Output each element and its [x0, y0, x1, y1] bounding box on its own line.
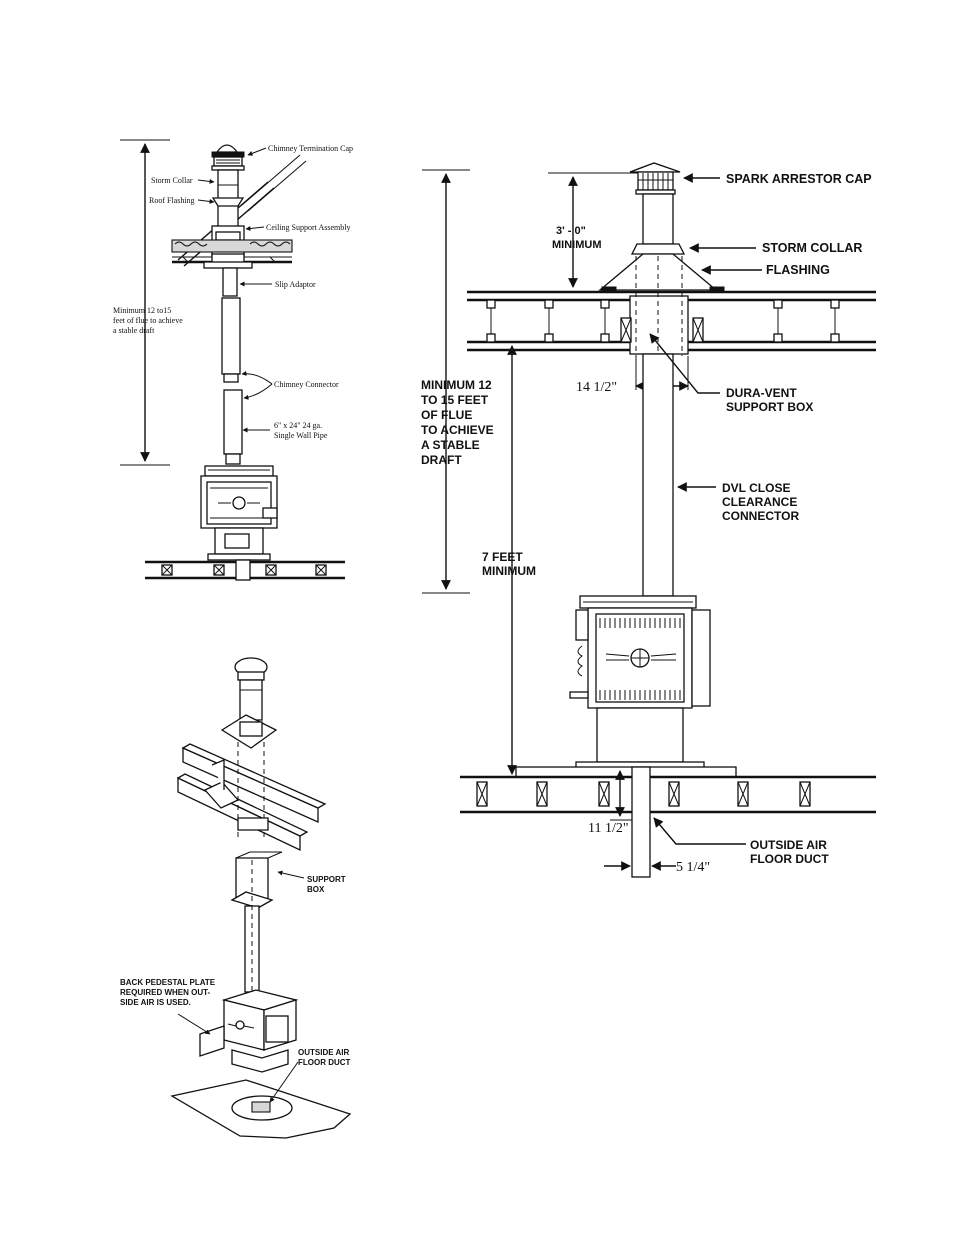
label-support-box-line2: BOX — [307, 885, 325, 894]
label-ceiling-support-assembly: Ceiling Support Assembly — [266, 223, 350, 232]
bottom-left-exploded-diagram: SUPPORT BOX BACK PEDESTAL PLATE REQUIRED… — [120, 657, 352, 1139]
label-spark-arrestor-cap: SPARK ARRESTOR CAP — [726, 172, 872, 186]
ceiling-support-assembly-shape — [171, 225, 293, 269]
label-chimney-termination-cap: Chimney Termination Cap — [268, 144, 353, 153]
ceiling-joists — [467, 256, 876, 356]
top-left-install-diagram: Chimney Termination Cap Storm Collar Roo… — [113, 139, 353, 581]
label-dura-vent-line2: SUPPORT BOX — [726, 400, 813, 414]
label-draft-line6: DRAFT — [421, 453, 462, 467]
draft-dimension — [120, 139, 170, 466]
label-draft-line1: MINIMUM 12 — [421, 378, 492, 392]
label-support-box-line1: SUPPORT — [307, 875, 346, 884]
label-back-pedestal-line1: BACK PEDESTAL PLATE — [120, 978, 216, 987]
label-dvl-line1: DVL CLOSE — [722, 481, 790, 495]
label-dvl-line3: CONNECTOR — [722, 509, 799, 523]
exploded-stove — [199, 989, 299, 1073]
label-back-pedestal-line2: REQUIRED WHEN OUT- — [120, 988, 211, 997]
exploded-cap — [234, 657, 268, 721]
floor-joists — [145, 559, 345, 581]
label-flashing: FLASHING — [766, 263, 830, 277]
right-install-diagram: SPARK ARRESTOR CAP 3' - 0" MINIMUM STORM… — [421, 162, 876, 878]
label-draft-line5: A STABLE — [421, 438, 480, 452]
label-duct-offset: 11 1/2" — [588, 821, 629, 836]
label-draft-line2: TO 15 FEET — [421, 393, 489, 407]
floor-assembly — [460, 766, 876, 814]
outside-air-duct — [631, 766, 651, 878]
label-outside-air-line2: FLOOR DUCT — [298, 1058, 351, 1067]
label-dvl-line2: CLEARANCE — [722, 495, 797, 509]
storm-collar-shape — [630, 243, 686, 255]
label-single-wall-pipe: Single Wall Pipe — [274, 431, 328, 440]
label-draft-note-line3: a stable draft — [113, 326, 155, 335]
label-draft-line4: TO ACHIEVE — [421, 423, 494, 437]
label-outside-air-duct-line2: FLOOR DUCT — [750, 852, 829, 866]
small-stove — [200, 465, 278, 561]
label-draft-note-line1: Minimum 12 to15 — [113, 306, 171, 315]
label-duct-width: 5 1/4" — [676, 860, 710, 875]
label-clearance-line1: 3' - 0" — [556, 225, 586, 237]
chimney-termination-cap-shape — [211, 144, 245, 171]
label-width-dimension: 14 1/2" — [576, 380, 617, 395]
exploded-joists — [176, 742, 327, 852]
label-storm-collar: STORM COLLAR — [762, 241, 862, 255]
label-draft-note-line2: feet of flue to achieve — [113, 316, 183, 325]
label-outside-air-line1: OUTSIDE AIR — [298, 1048, 349, 1057]
label-outside-air-duct-line1: OUTSIDE AIR — [750, 838, 827, 852]
label-pipe-size: 6" x 24" 24 ga. — [274, 421, 322, 430]
right-draft-dimension — [422, 169, 470, 594]
label-seven-feet-line1: 7 FEET — [482, 550, 523, 564]
label-storm-collar-small: Storm Collar — [151, 176, 193, 185]
spark-arrestor-cap-shape — [629, 162, 681, 195]
label-seven-feet-line2: MINIMUM — [482, 564, 536, 578]
large-stove — [569, 595, 711, 769]
label-chimney-connector: Chimney Connector — [274, 380, 339, 389]
label-roof-flashing: Roof Flashing — [149, 196, 195, 205]
label-draft-line3: OF FLUE — [421, 408, 472, 422]
chimney-connector-pipes — [221, 267, 243, 465]
label-back-pedestal-line3: SIDE AIR IS USED. — [120, 998, 191, 1007]
upper-chimney — [211, 169, 245, 229]
label-clearance-line2: MINIMUM — [552, 239, 602, 251]
dvl-connector-pipe — [642, 353, 674, 597]
exploded-support-box — [230, 851, 283, 909]
chimney-above-roof — [642, 193, 674, 245]
label-dura-vent-line1: DURA-VENT — [726, 386, 797, 400]
label-slip-adaptor: Slip Adaptor — [275, 280, 316, 289]
